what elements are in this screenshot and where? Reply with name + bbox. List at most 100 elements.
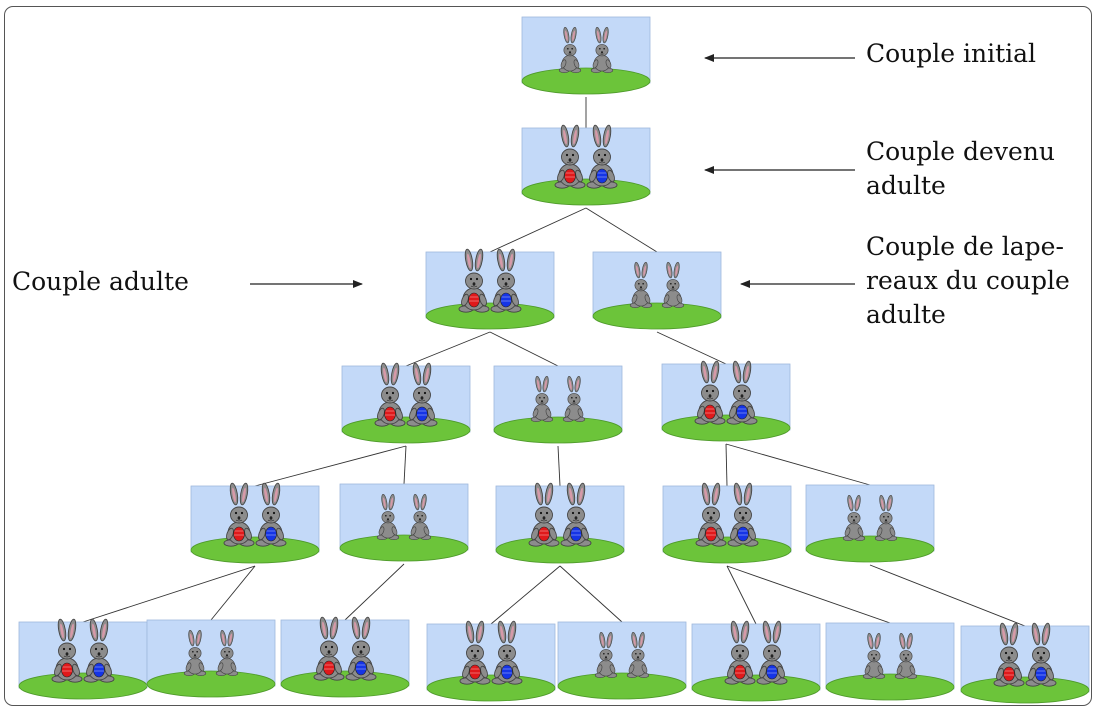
rabbit-couple-adult-L3-N2: [661, 360, 791, 442]
rabbit-icon: [215, 629, 239, 676]
rabbit-icon: [695, 482, 727, 547]
rabbit-couple-adult-L5-N2: [280, 616, 410, 698]
rabbit-couple-young-L4-N1: [339, 483, 469, 562]
rabbit-couple-adult-L5-N5: [691, 620, 821, 702]
rabbit-icon: [374, 362, 406, 427]
rabbit-icon: [894, 632, 918, 679]
grass-ellipse: [825, 673, 955, 701]
tree-edge: [344, 563, 405, 621]
tree-edge: [559, 565, 623, 623]
rabbit-icon: [345, 616, 377, 681]
label-couple-lapereaux: Couple de lape- reaux du couple adulte: [866, 230, 1070, 332]
label-couple-devenu-adulte-line2: adulte: [866, 171, 946, 200]
rabbit-icon: [183, 629, 207, 676]
grass-ellipse: [18, 672, 148, 700]
rabbit-icon: [629, 261, 653, 308]
grass-ellipse: [662, 536, 792, 564]
grass-ellipse: [592, 302, 722, 330]
rabbit-icon: [993, 622, 1025, 687]
label-couple-lapereaux-line1: Couple de lape-: [866, 232, 1064, 261]
grass-ellipse: [691, 674, 821, 702]
rabbit-icon: [862, 632, 886, 679]
rabbit-icon: [558, 26, 582, 73]
tree-edge: [557, 445, 561, 487]
rabbit-icon: [408, 493, 432, 540]
tree-edge: [489, 331, 559, 367]
grass-ellipse: [425, 302, 555, 330]
rabbit-icon: [727, 482, 759, 547]
rabbit-couple-adult-L5-N7: [960, 622, 1090, 704]
rabbit-couple-young-L4-N4: [805, 484, 935, 563]
grass-ellipse: [557, 672, 687, 700]
rabbit-icon: [528, 482, 560, 547]
tree-edge: [726, 565, 891, 624]
tree-edges: [82, 97, 1026, 627]
rabbit-couple-adult-L2-N0: [425, 248, 555, 330]
rabbit-icon: [554, 124, 586, 189]
rabbit-icon: [376, 493, 400, 540]
callout-arrows: [250, 54, 855, 288]
rabbit-icon: [562, 375, 586, 422]
tree-edge: [725, 443, 871, 486]
tree-edge: [869, 564, 1026, 627]
rabbit-icon: [594, 631, 618, 678]
grass-ellipse: [661, 414, 791, 442]
grass-ellipse: [495, 536, 625, 564]
rabbit-couple-adult-L1-N0: [521, 124, 651, 206]
rabbit-icon: [459, 620, 491, 685]
grass-ellipse: [190, 536, 320, 564]
grass-ellipse: [146, 670, 276, 698]
rabbit-icon: [560, 482, 592, 547]
tree-edge: [725, 443, 728, 487]
tree-edge: [656, 331, 727, 365]
tree-edge: [210, 565, 256, 621]
rabbit-icon: [590, 26, 614, 73]
rabbit-icon: [491, 620, 523, 685]
tree-edge: [490, 565, 561, 625]
rabbit-couple-adult-L4-N2: [495, 482, 625, 564]
rabbit-icon: [756, 620, 788, 685]
grass-ellipse: [339, 534, 469, 562]
label-couple-lapereaux-line2: reaux du couple: [866, 266, 1070, 295]
rabbit-couple-young-L0-N0: [521, 16, 651, 95]
rabbit-icon: [724, 620, 756, 685]
grass-ellipse: [280, 670, 410, 698]
label-couple-adulte-text: Couple adulte: [12, 267, 189, 296]
rabbit-couple-young-L5-N1: [146, 619, 276, 698]
rabbit-icon: [586, 124, 618, 189]
rabbit-icon: [1025, 622, 1057, 687]
label-couple-devenu-adulte: Couple devenu adulte: [866, 135, 1055, 203]
rabbit-icon: [406, 362, 438, 427]
label-couple-lapereaux-line3: adulte: [866, 300, 946, 329]
rabbit-icon: [694, 360, 726, 425]
rabbit-icon: [313, 616, 345, 681]
label-couple-initial: Couple initial: [866, 37, 1036, 71]
tree-edge: [585, 207, 658, 253]
rabbit-couple-adult-L4-N3: [662, 482, 792, 564]
grass-ellipse: [960, 676, 1090, 704]
grass-ellipse: [521, 67, 651, 95]
tree-edge: [489, 207, 587, 253]
rabbit-icon: [661, 261, 685, 308]
rabbit-couple-adult-L5-N3: [426, 620, 556, 702]
rabbit-couple-young-L5-N4: [557, 621, 687, 700]
rabbit-icon: [842, 494, 866, 541]
rabbit-icon: [255, 482, 287, 547]
rabbit-couple-young-L3-N1: [493, 365, 623, 444]
rabbit-icon: [83, 618, 115, 683]
grass-ellipse: [521, 178, 651, 206]
grass-ellipse: [341, 416, 471, 444]
tree-edge: [726, 565, 757, 625]
rabbit-couple-adult-L5-N0: [18, 618, 148, 700]
rabbit-icon: [223, 482, 255, 547]
tree-edge: [82, 565, 256, 623]
label-couple-devenu-adulte-line1: Couple devenu: [866, 137, 1055, 166]
label-couple-adulte: Couple adulte: [12, 265, 189, 299]
tree-edge: [254, 445, 407, 487]
grass-ellipse: [426, 674, 556, 702]
rabbit-icon: [626, 631, 650, 678]
tree-nodes: [18, 16, 1090, 704]
rabbit-icon: [874, 494, 898, 541]
rabbit-icon: [726, 360, 758, 425]
